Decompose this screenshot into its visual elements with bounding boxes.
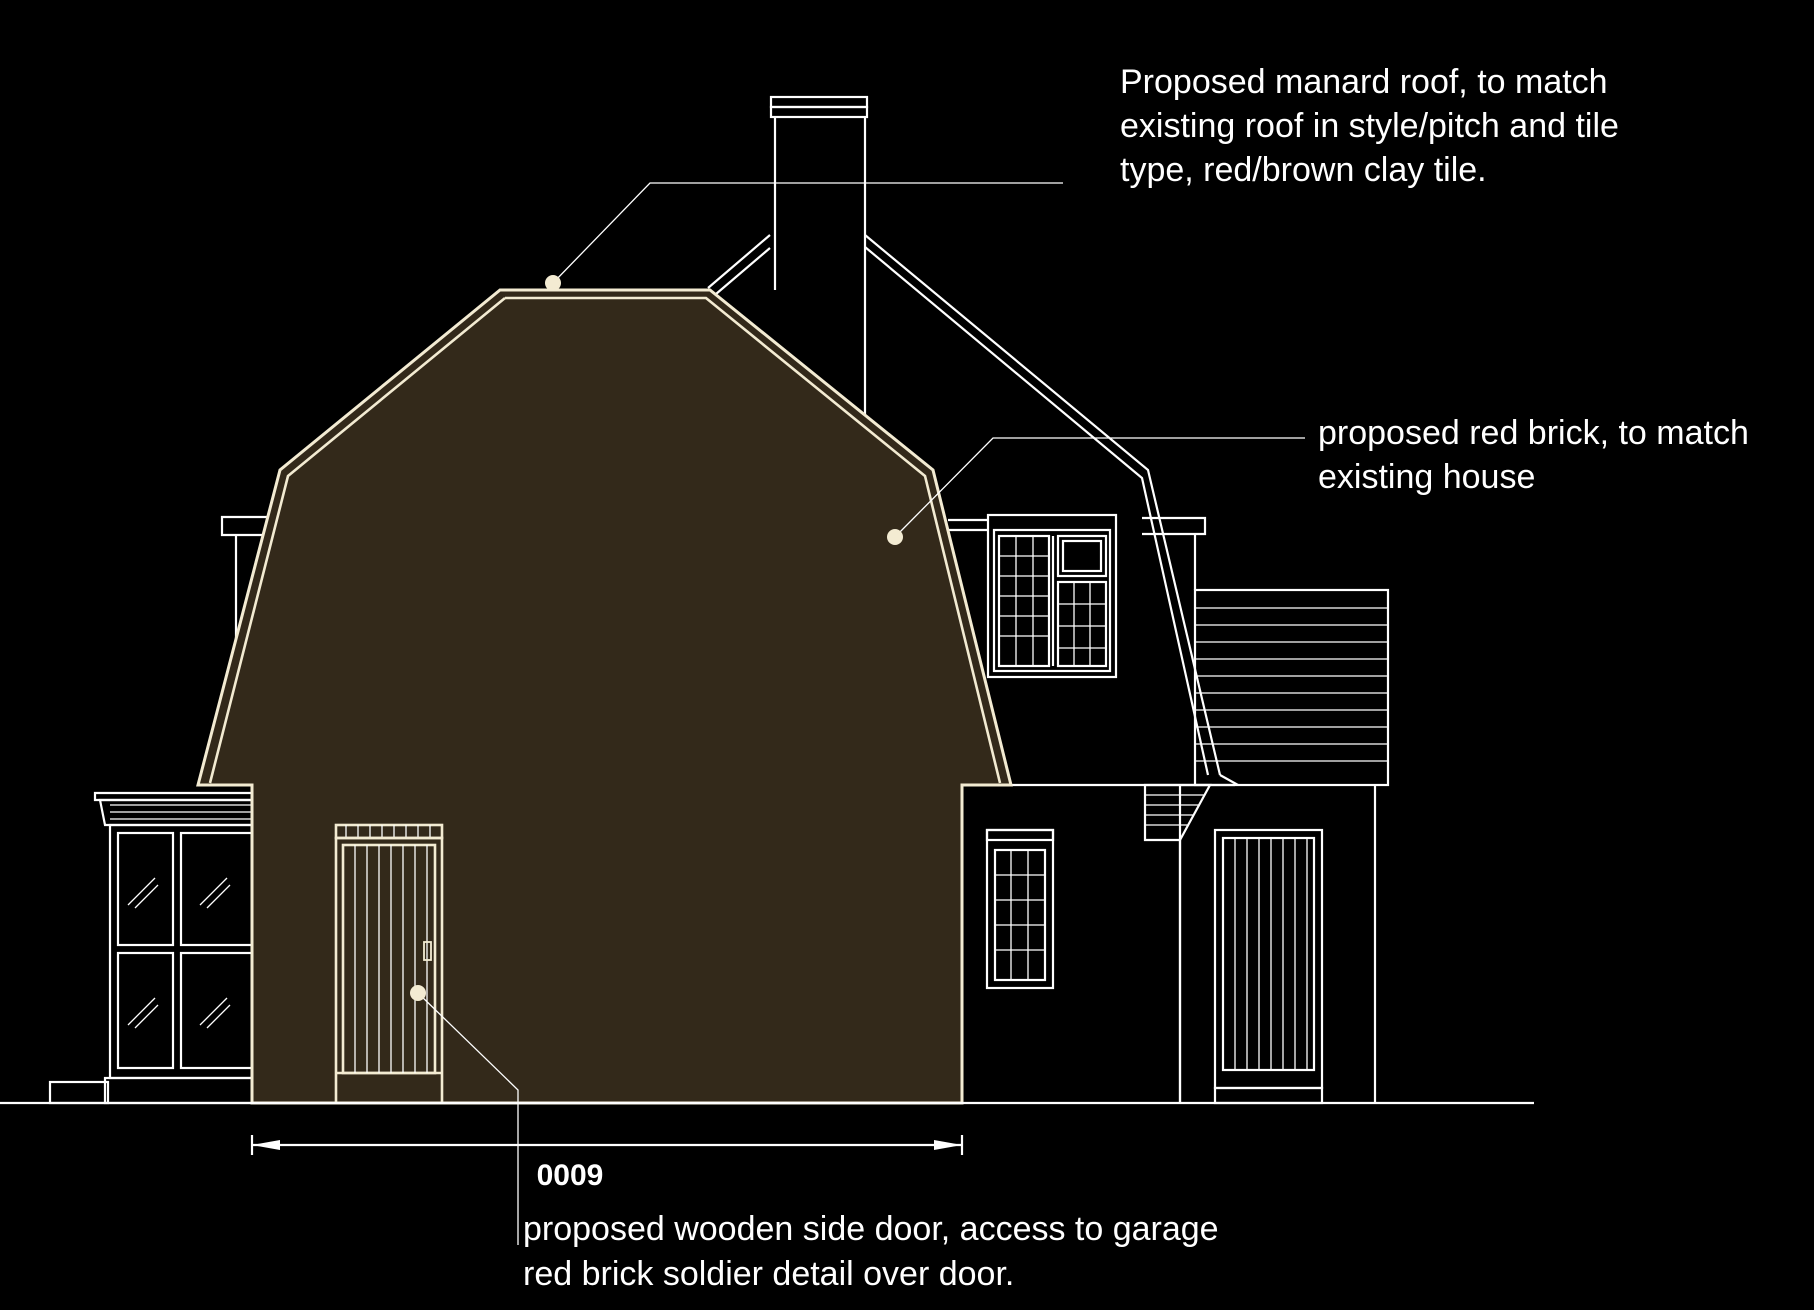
dormer-window [948, 513, 1118, 679]
roof-note-line-2: existing roof in style/pitch and tile [1120, 107, 1619, 145]
door-leader-dot [410, 985, 426, 1001]
dimension-label: 0009 [537, 1159, 604, 1192]
brick-leader-dot [887, 529, 903, 545]
brick-annotation: proposed red brick, to match existing ho… [887, 414, 1749, 545]
dimension-line: 0009 [250, 1135, 964, 1192]
door-note-line-2: red brick soldier detail over door. [523, 1255, 1014, 1293]
roof-annotation: Proposed manard roof, to match existing … [545, 63, 1619, 291]
proposed-side-door [334, 823, 444, 1105]
proposed-extension [196, 288, 1013, 1105]
chimney [769, 95, 869, 420]
door-annotation: proposed wooden side door, access to gar… [410, 985, 1219, 1293]
side-window [985, 828, 1055, 990]
brick-note-line-1: proposed red brick, to match [1318, 414, 1749, 452]
existing-house [707, 95, 1390, 1105]
roof-leader-dot [545, 275, 561, 291]
roof-note-line-1: Proposed manard roof, to match [1120, 63, 1608, 101]
brick-note-line-2: existing house [1318, 458, 1535, 496]
door-note-line-1: proposed wooden side door, access to gar… [523, 1210, 1219, 1248]
roof-note-line-3: type, red/brown clay tile. [1120, 151, 1487, 189]
